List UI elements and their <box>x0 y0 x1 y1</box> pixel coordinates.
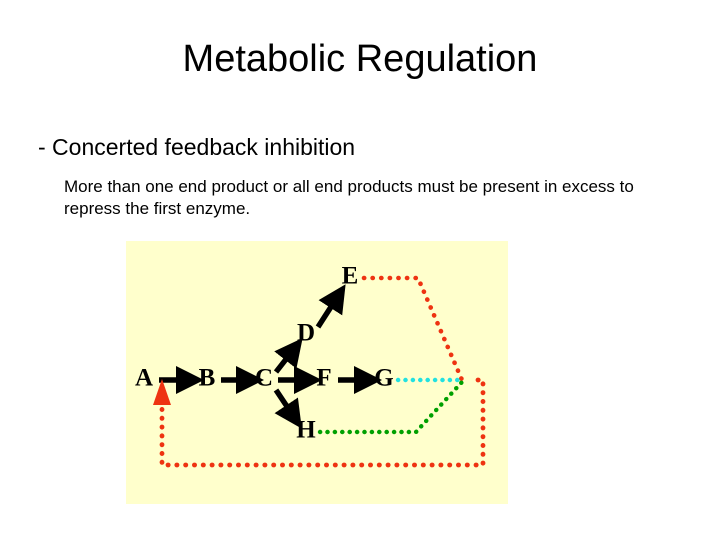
inhibition-path-from-h <box>317 379 465 435</box>
node-label-g: G <box>374 365 393 392</box>
arrow-c-to-d <box>273 337 303 374</box>
node-label-b: B <box>199 365 216 392</box>
diagram-panel: A B C D E F G H <box>126 241 508 504</box>
node-label-d: D <box>297 320 315 347</box>
bullet-heading: - Concerted feedback inhibition <box>38 134 356 160</box>
body-paragraph: More than one end product or all end pro… <box>64 177 634 218</box>
page-title: Metabolic Regulation <box>182 38 538 80</box>
arrow-c-to-h <box>273 388 302 429</box>
node-label-f: F <box>316 365 331 392</box>
feedback-arrowhead-at-a <box>153 379 171 405</box>
node-label-a: A <box>135 365 153 392</box>
node-label-e: E <box>342 263 359 290</box>
metabolic-pathway-diagram: A B C D E F G H <box>135 263 486 468</box>
node-label-c: C <box>255 365 273 392</box>
concerted-feedback-loop <box>159 377 486 468</box>
node-label-h: H <box>296 417 316 444</box>
inhibition-path-from-e <box>361 275 465 383</box>
arrow-d-to-e <box>315 284 346 329</box>
